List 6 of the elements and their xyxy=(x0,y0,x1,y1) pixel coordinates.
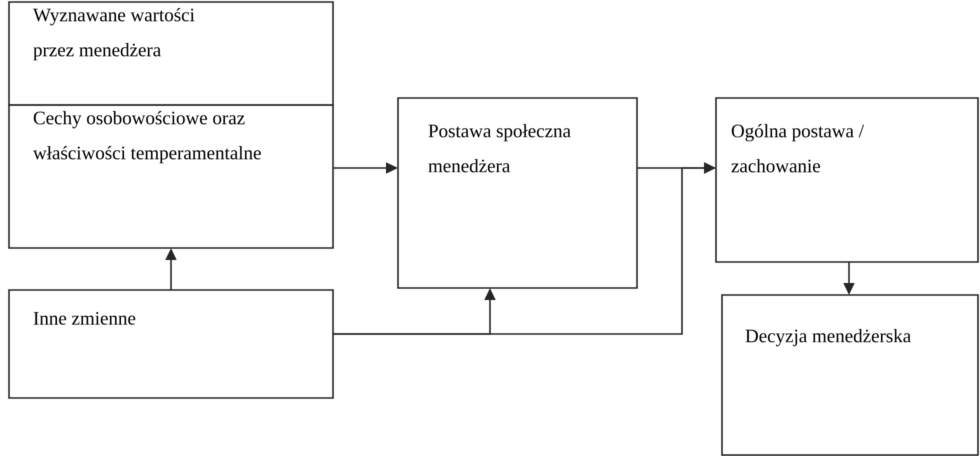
process-box: Cechy osobowościowe oraz właściwości temperamentalne xyxy=(8,104,334,249)
process-box: Inne zmienne xyxy=(8,289,334,399)
process-box: Postawa społeczna menedżera xyxy=(397,97,638,289)
process-box: Wyznawane wartości przez menedżera xyxy=(8,1,334,106)
process-box: Decyzja menedżerska xyxy=(721,294,979,456)
process-box: Ogólna postawa / zachowanie xyxy=(715,97,979,263)
